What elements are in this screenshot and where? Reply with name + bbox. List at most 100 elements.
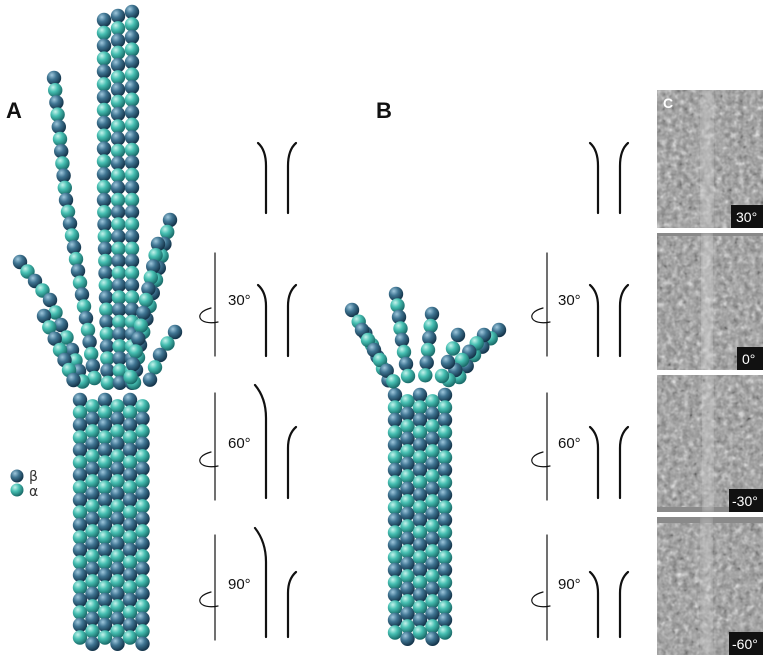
beta-tubulin-sphere	[110, 437, 124, 451]
beta-tubulin-sphere	[110, 512, 124, 526]
alpha-tubulin-sphere	[73, 555, 87, 569]
beta-tubulin-sphere	[388, 538, 402, 552]
beta-tubulin-sphere	[425, 632, 439, 646]
legend-beta-label: β	[29, 469, 38, 485]
beta-tubulin-sphere	[438, 588, 452, 602]
alpha-tubulin-sphere	[85, 549, 99, 563]
beta-tubulin-sphere	[52, 120, 66, 134]
alpha-tubulin-sphere	[401, 369, 415, 383]
tomogram-label-2: 0°	[742, 351, 755, 367]
beta-tubulin-sphere	[125, 80, 139, 94]
beta-tubulin-sphere	[135, 412, 149, 426]
beta-tubulin-sphere	[97, 167, 111, 181]
beta-tubulin-sphere	[123, 393, 137, 407]
beta-tubulin-sphere	[388, 413, 402, 427]
alpha-tubulin-sphere	[388, 575, 402, 589]
alpha-tubulin-sphere	[53, 132, 67, 146]
beta-tubulin-sphere	[438, 413, 452, 427]
alpha-tubulin-sphere	[438, 600, 452, 614]
beta-tubulin-sphere	[85, 612, 99, 626]
alpha-tubulin-sphere	[438, 500, 452, 514]
rotation-label-b-30: 30°	[558, 292, 581, 309]
beta-tubulin-sphere	[73, 568, 87, 582]
beta-tubulin-sphere	[85, 437, 99, 451]
beta-tubulin-sphere	[135, 462, 149, 476]
beta-tubulin-sphere	[97, 116, 111, 130]
alpha-tubulin-sphere	[425, 594, 439, 608]
beta-tubulin-sphere	[98, 493, 112, 507]
beta-tubulin-sphere	[388, 613, 402, 627]
beta-tubulin-sphere	[123, 618, 137, 632]
alpha-tubulin-sphere	[85, 574, 99, 588]
alpha-tubulin-sphere	[135, 549, 149, 563]
rotation-label-a-30: 30°	[228, 292, 251, 309]
beta-tubulin-sphere	[125, 180, 139, 194]
alpha-tubulin-sphere	[97, 154, 111, 168]
beta-tubulin-sphere	[111, 107, 125, 121]
alpha-tubulin-sphere	[438, 400, 452, 414]
alpha-tubulin-sphere	[425, 469, 439, 483]
beta-tubulin-sphere	[413, 588, 427, 602]
alpha-tubulin-sphere	[400, 619, 414, 633]
alpha-tubulin-sphere	[388, 500, 402, 514]
alpha-tubulin-sphere	[58, 181, 72, 195]
microtubule-model-b	[345, 287, 506, 646]
beta-tubulin-sphere	[110, 612, 124, 626]
alpha-tubulin-sphere	[397, 345, 411, 359]
alpha-tubulin-sphere	[110, 599, 124, 613]
rotation-label-a-90: 90°	[228, 576, 251, 593]
alpha-tubulin-sphere	[123, 405, 137, 419]
beta-tubulin-sphere	[97, 13, 111, 27]
alpha-tubulin-sphere	[413, 525, 427, 539]
beta-tubulin-sphere	[135, 587, 149, 601]
alpha-tubulin-sphere	[97, 51, 111, 65]
alpha-tubulin-sphere	[413, 625, 427, 639]
alpha-tubulin-sphere	[438, 450, 452, 464]
alpha-tubulin-sphere	[438, 550, 452, 564]
beta-tubulin-sphere	[135, 612, 149, 626]
alpha-tubulin-sphere	[125, 68, 139, 82]
beta-tubulin-sphere	[413, 438, 427, 452]
alpha-tubulin-sphere	[388, 550, 402, 564]
alpha-tubulin-sphere	[110, 424, 124, 438]
alpha-tubulin-sphere	[388, 425, 402, 439]
alpha-tubulin-sphere	[97, 129, 111, 143]
beta-tubulin-sphere	[388, 438, 402, 452]
beta-tubulin-sphere	[425, 507, 439, 521]
beta-tubulin-sphere	[400, 557, 414, 571]
profile-pair-b-0deg	[590, 143, 628, 213]
beta-tubulin-sphere	[85, 562, 99, 576]
legend-alpha-label: α	[29, 484, 38, 500]
beta-tubulin-sphere	[425, 532, 439, 546]
beta-tubulin-sphere	[123, 468, 137, 482]
alpha-tubulin-sphere	[123, 430, 137, 444]
rotation-label-b-90: 90°	[558, 576, 581, 593]
legend-alpha-sphere	[11, 484, 24, 497]
alpha-tubulin-sphere	[400, 594, 414, 608]
beta-tubulin-sphere	[143, 373, 157, 387]
legend-beta-sphere	[11, 470, 24, 483]
beta-tubulin-sphere	[49, 95, 63, 109]
beta-tubulin-sphere	[425, 407, 439, 421]
alpha-tubulin-sphere	[413, 575, 427, 589]
beta-tubulin-sphere	[98, 518, 112, 532]
beta-tubulin-sphere	[98, 568, 112, 582]
beta-tubulin-sphere	[400, 482, 414, 496]
alpha-tubulin-sphere	[85, 449, 99, 463]
beta-tubulin-sphere	[98, 393, 112, 407]
beta-tubulin-sphere	[85, 512, 99, 526]
alpha-tubulin-sphere	[388, 475, 402, 489]
beta-tubulin-sphere	[85, 412, 99, 426]
alpha-tubulin-sphere	[85, 599, 99, 613]
alpha-tubulin-sphere	[85, 524, 99, 538]
panel-label-b: B	[376, 98, 392, 123]
alpha-tubulin-sphere	[123, 530, 137, 544]
beta-tubulin-sphere	[111, 156, 125, 170]
alpha-tubulin-sphere	[421, 343, 435, 357]
alpha-tubulin-sphere	[98, 430, 112, 444]
alpha-tubulin-sphere	[98, 480, 112, 494]
beta-tubulin-sphere	[413, 488, 427, 502]
alpha-tubulin-sphere	[110, 549, 124, 563]
alpha-tubulin-sphere	[418, 368, 432, 382]
